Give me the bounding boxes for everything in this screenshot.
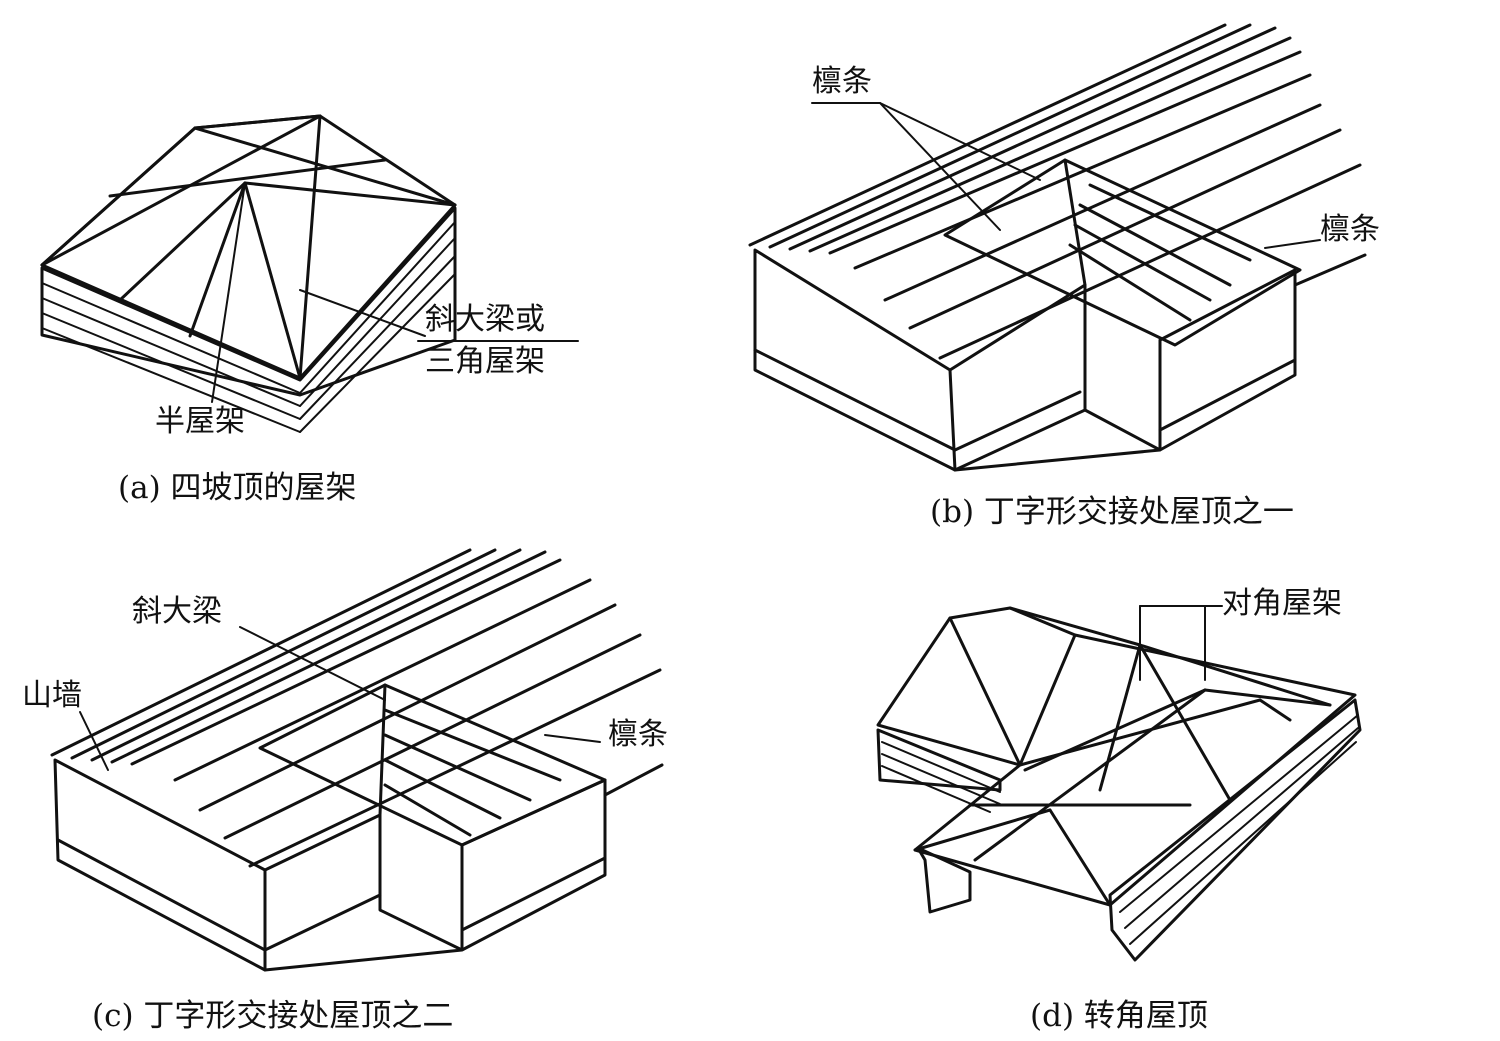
label-diagonal-beam-line2: 三角屋架 [425, 344, 545, 379]
leader-gable-wall [79, 711, 109, 771]
label-purlin-right: 檩条 [1320, 212, 1380, 247]
caption-a: (a) 四坡顶的屋架 [118, 470, 357, 506]
cross-gable-b [943, 158, 1302, 347]
corner-roof-drawing [876, 605, 1362, 962]
leader-half-truss [211, 182, 246, 403]
leader-purlin-top-1 [879, 102, 1001, 231]
leader-purlin-right [1264, 239, 1321, 249]
wall-right-d [1108, 698, 1362, 962]
main-purlins-b [748, 23, 1367, 360]
label-diagonal-beam-c: 斜大梁 [132, 594, 222, 629]
walls-b [753, 248, 1297, 472]
walls-c [53, 758, 607, 972]
label-half-truss: 半屋架 [155, 404, 245, 439]
leader-purlin-c [544, 734, 601, 743]
hip-roof-drawing [40, 114, 579, 433]
label-gable-wall: 山墙 [22, 678, 82, 713]
leader-diagonal-beam-c [239, 626, 386, 701]
cross-gable-c [258, 683, 607, 847]
t-junction-roof-2-drawing [50, 548, 664, 972]
corner-roof-outline [876, 606, 1357, 907]
leader-diagonal-beam [299, 289, 426, 337]
wall-front-d [916, 846, 972, 914]
caption-d: (d) 转角屋顶 [1030, 998, 1208, 1034]
label-diagonal-beam-line1: 斜大梁或 [425, 302, 545, 337]
label-purlin-top: 檩条 [812, 64, 872, 99]
wall-layers-a [40, 206, 457, 397]
wall-left-d [876, 728, 1002, 792]
caption-b: (b) 丁字形交接处屋顶之一 [930, 494, 1294, 530]
leader-purlin-top-2 [879, 102, 1041, 181]
label-purlin-c: 檩条 [608, 717, 668, 752]
label-diagonal-truss: 对角屋架 [1222, 586, 1342, 621]
main-purlins-c [50, 548, 664, 868]
t-junction-roof-1-drawing [748, 23, 1367, 472]
caption-c: (c) 丁字形交接处屋顶之二 [92, 998, 454, 1034]
